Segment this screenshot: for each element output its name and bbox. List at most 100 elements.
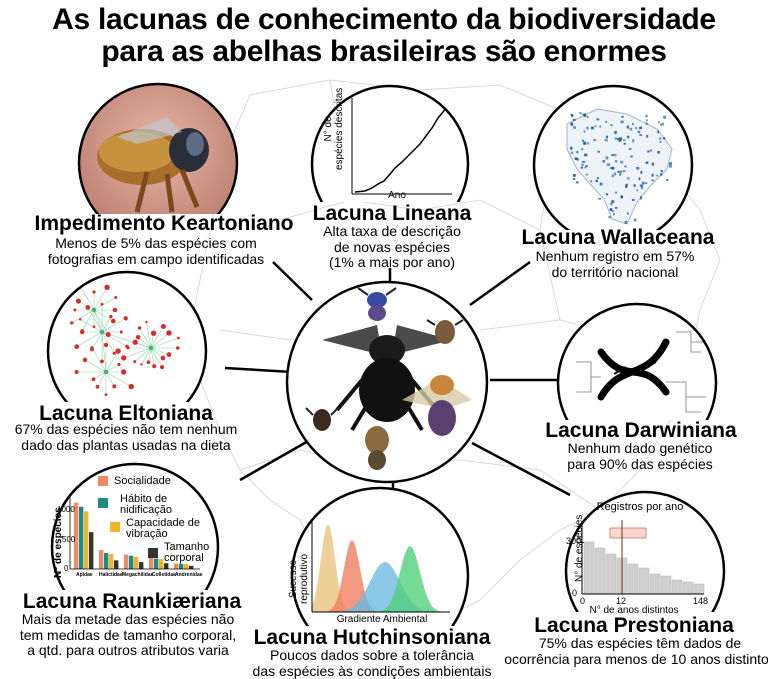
map-dot (581, 163, 584, 166)
network-node (74, 344, 80, 349)
network-node (133, 360, 137, 364)
eltoniana-desc: 67% das espécies não tem nenhum dado das… (14, 421, 238, 453)
map-dot (626, 135, 630, 139)
prest-xtick-0: 0 (580, 596, 586, 606)
map-dot (669, 162, 673, 165)
map-dot (597, 150, 600, 153)
map-dot (635, 126, 638, 130)
map-dot (611, 154, 615, 157)
map-dot (583, 141, 587, 145)
map-dot (641, 186, 643, 190)
map-dot (666, 179, 669, 182)
bar-megachilidae-0 (124, 554, 129, 569)
map-dot (623, 139, 626, 141)
hist-bar (583, 541, 595, 595)
network-node (132, 339, 138, 345)
bar-andrenidae-2 (184, 564, 189, 569)
map-dot (576, 158, 579, 161)
network-node (75, 298, 82, 304)
map-dot (651, 179, 654, 182)
bar-andrenidae-1 (179, 563, 184, 569)
hist-bar (649, 573, 661, 595)
network-hub (91, 307, 97, 313)
network-node (166, 352, 172, 357)
prestoniana-desc: 75% das espécies têm dados de ocorrência… (504, 635, 768, 667)
raunkiaeriana-chart-circle (50, 462, 220, 590)
network-hub (103, 369, 109, 375)
network-node (104, 393, 108, 396)
map-dot (584, 166, 587, 169)
network-node (104, 284, 110, 290)
map-dot (585, 165, 588, 168)
hist-bar (660, 575, 672, 595)
map-dot (658, 121, 660, 124)
map-dot (611, 174, 614, 178)
bar-halictidae-2 (109, 554, 114, 569)
keartoniano-title: Impedimento Keartoniano (34, 212, 294, 235)
map-dot (570, 146, 573, 150)
legend-nesting: Hábito de nidificação (120, 493, 172, 516)
map-dot (570, 151, 574, 154)
map-dot (605, 120, 608, 123)
map-dot (614, 137, 618, 140)
bar-apidae-0 (74, 502, 79, 569)
niche-curve-2 (312, 540, 450, 612)
hutch-ylabel: Sucesso reprodutivo (288, 553, 310, 604)
raunk-ytick-1000: 1000 (57, 505, 75, 514)
map-dot (626, 125, 629, 129)
map-dot (584, 114, 587, 117)
map-dot (633, 184, 636, 187)
map-dot (586, 116, 589, 118)
network-node (160, 365, 165, 370)
map-dot (605, 156, 609, 160)
map-dot (637, 130, 640, 133)
map-dot (651, 173, 654, 177)
wallaceana-desc: Nenhum registro em 57% do território nac… (535, 248, 695, 280)
network-node (137, 326, 142, 330)
eltoniana-network-circle (46, 270, 208, 402)
map-dot (572, 118, 576, 121)
network-node (109, 314, 113, 319)
map-dot (624, 165, 627, 168)
network-node (150, 330, 157, 336)
map-dot (639, 134, 643, 136)
legend-body-size: Tamanho corporal (164, 541, 210, 564)
map-dot (620, 195, 624, 199)
map-dot (611, 200, 615, 204)
map-dot (580, 166, 583, 169)
network-node (152, 364, 157, 369)
network-node (73, 308, 77, 312)
map-dot (611, 210, 615, 213)
map-dot (656, 174, 659, 177)
network-node (80, 328, 84, 333)
hutch-xlabel: Gradiente Ambiental (336, 614, 428, 625)
map-dot (582, 160, 586, 163)
network-node (176, 346, 180, 350)
map-dot (624, 220, 628, 224)
map-dot (574, 157, 578, 160)
network-node (110, 318, 116, 324)
wallaceana-title: Lacuna Wallaceana (521, 226, 715, 249)
map-dot (610, 167, 613, 169)
map-dot (646, 134, 649, 138)
brazil-outline (566, 108, 673, 225)
map-dot (584, 153, 588, 157)
map-dot (604, 139, 607, 141)
map-dot (590, 180, 593, 183)
network-node (140, 363, 143, 366)
network-node (120, 369, 127, 375)
map-dot (639, 184, 643, 187)
map-dot (605, 135, 608, 139)
map-dot (633, 218, 637, 222)
map-dot (598, 197, 602, 200)
bar-andrenidae-0 (174, 563, 179, 569)
network-node (92, 325, 96, 328)
network-node (126, 346, 130, 350)
map-dot (640, 196, 642, 200)
map-dot (570, 122, 574, 126)
bar-andrenidae-3 (189, 565, 194, 569)
small-bee-bottom-icon (365, 426, 389, 470)
map-dot (638, 177, 641, 181)
title-line-2: para as abelhas brasileiras são enormes (101, 35, 667, 68)
bar-halictidae-3 (114, 560, 119, 569)
